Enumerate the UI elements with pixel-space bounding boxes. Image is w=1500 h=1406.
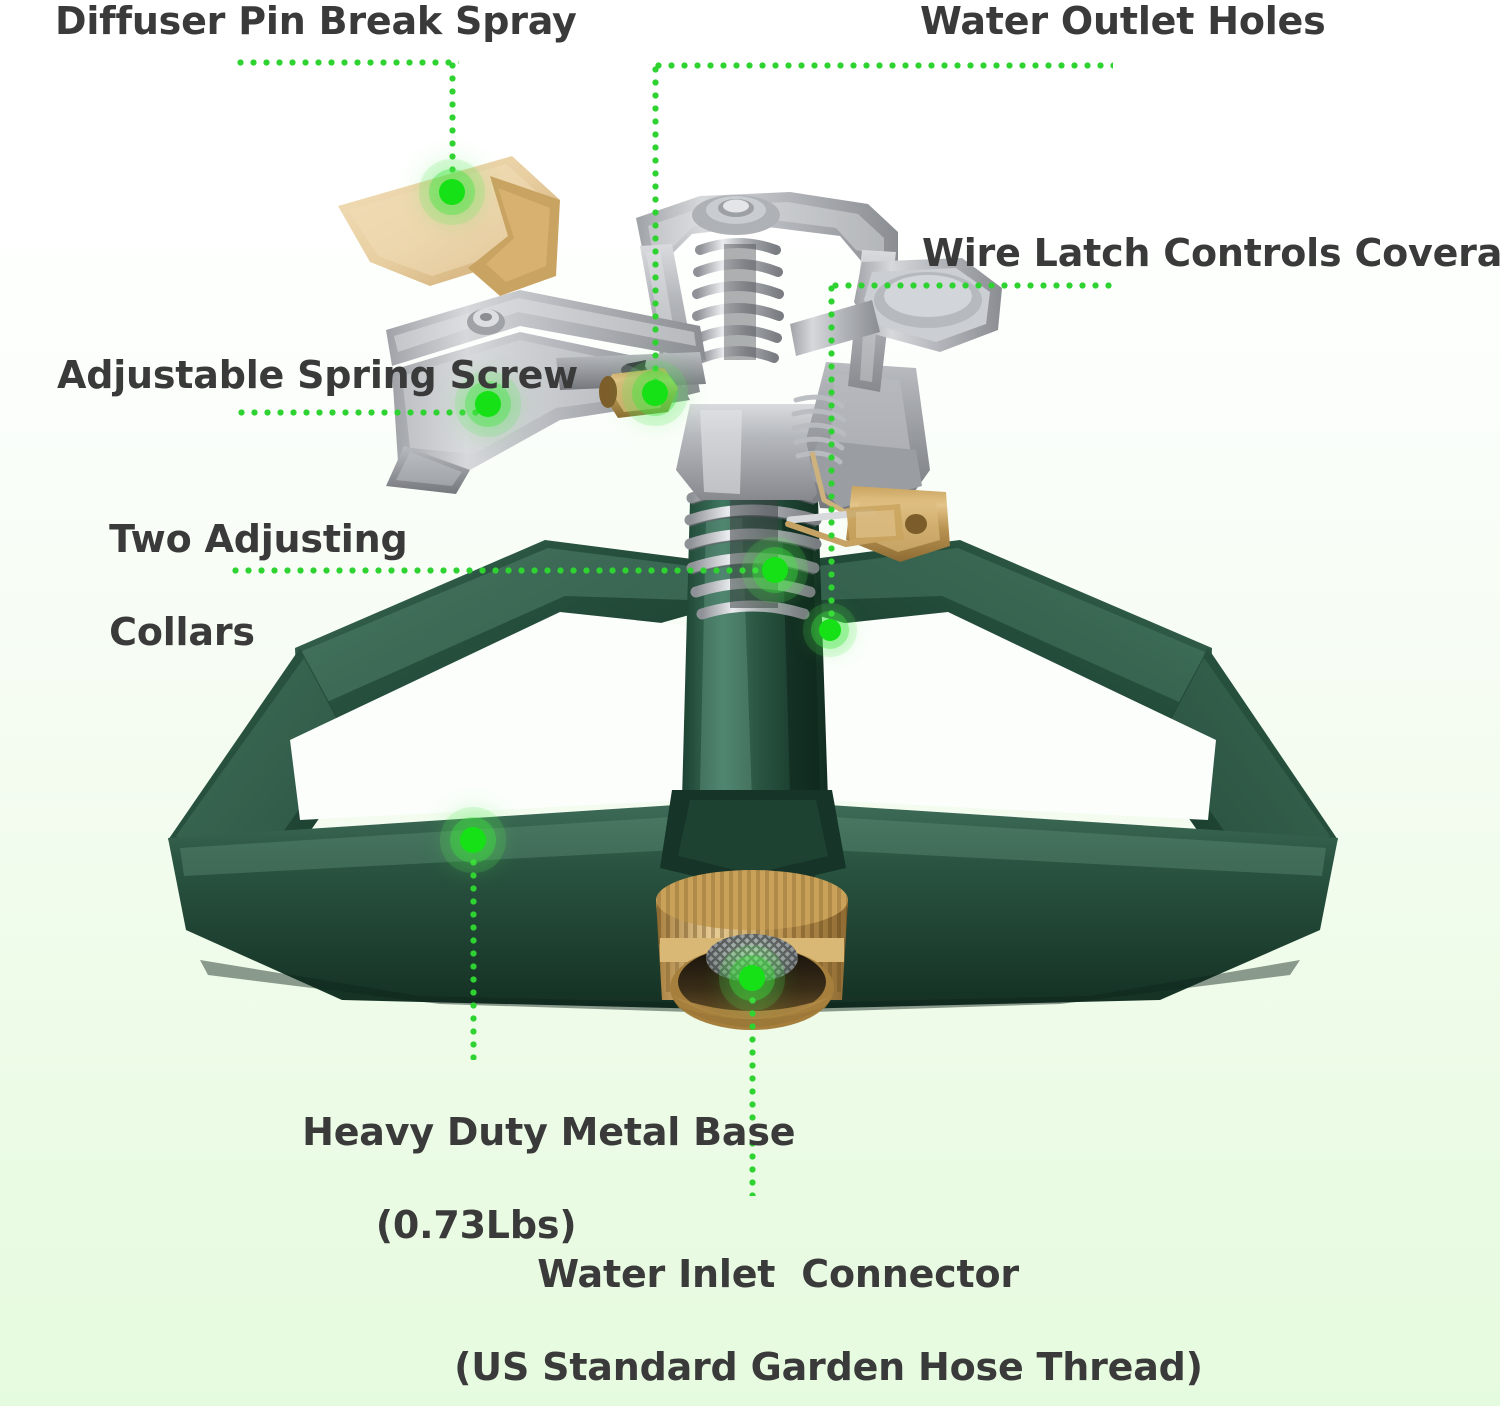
hotspot-water-outlet-holes[interactable]	[642, 380, 668, 406]
callout-label-water-outlet-holes: Water Outlet Holes	[920, 0, 1326, 43]
leader-line-metal-base-v	[470, 846, 477, 1060]
label-line-1: Heavy Duty Metal Base	[302, 1110, 796, 1155]
label-line-1: Two Adjusting	[109, 517, 408, 562]
callout-label-adjustable-spring-screw: Adjustable Spring Screw	[57, 353, 579, 397]
leader-line-water-outlet-h	[655, 62, 1113, 69]
callout-label-water-inlet-connector: Water Inlet Connector (US Standard Garde…	[402, 1205, 1203, 1406]
label-line-2: (US Standard Garden Hose Thread)	[454, 1345, 1203, 1390]
leader-line-water-outlet-v	[652, 66, 659, 396]
hotspot-water-inlet-connector[interactable]	[739, 965, 765, 991]
callout-label-heavy-duty-metal-base: Heavy Duty Metal Base (0.73Lbs)	[250, 1063, 795, 1295]
leader-line-inlet-connector-v	[749, 984, 756, 1196]
leader-line-spring-screw-h	[238, 409, 493, 416]
leader-line-adjusting-collars-h	[232, 567, 780, 574]
hotspot-diffuser-pin[interactable]	[439, 179, 465, 205]
callout-label-wire-latch: Wire Latch Controls Coverage	[922, 231, 1500, 275]
leader-line-wire-latch-h	[832, 282, 1114, 289]
label-line-2: (0.73Lbs)	[375, 1203, 577, 1248]
leader-line-wire-latch-v	[828, 285, 835, 633]
hotspot-adjustable-spring-screw[interactable]	[475, 391, 501, 417]
hotspot-heavy-duty-metal-base[interactable]	[460, 827, 486, 853]
label-line-1: Water Inlet Connector	[537, 1252, 1019, 1297]
callout-label-diffuser-pin: Diffuser Pin Break Spray	[55, 0, 577, 43]
label-line-2: Collars	[109, 610, 255, 655]
hotspot-two-adjusting-collars[interactable]	[762, 557, 788, 583]
leader-line-diffuser-pin-v	[449, 62, 456, 194]
callout-label-two-adjusting-collars: Two Adjusting Collars	[57, 470, 408, 702]
leader-line-diffuser-pin-h	[237, 59, 459, 66]
hotspot-wire-latch[interactable]	[819, 619, 841, 641]
